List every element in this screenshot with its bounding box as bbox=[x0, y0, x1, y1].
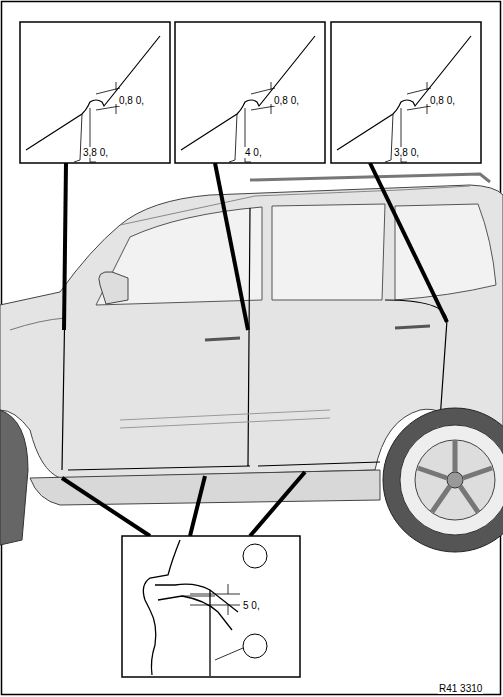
dimension: 0,8 0, bbox=[118, 95, 145, 106]
dimension: 5 0, bbox=[242, 600, 261, 611]
dimension: 0,8 0, bbox=[429, 95, 456, 106]
dimension: 4 0, bbox=[244, 147, 263, 158]
figure-number: R41 3310 bbox=[438, 683, 483, 694]
dimension: 3,8 0, bbox=[82, 147, 109, 158]
dimension: 0,8 0, bbox=[273, 95, 300, 106]
dimension: 3,8 0, bbox=[393, 147, 420, 158]
